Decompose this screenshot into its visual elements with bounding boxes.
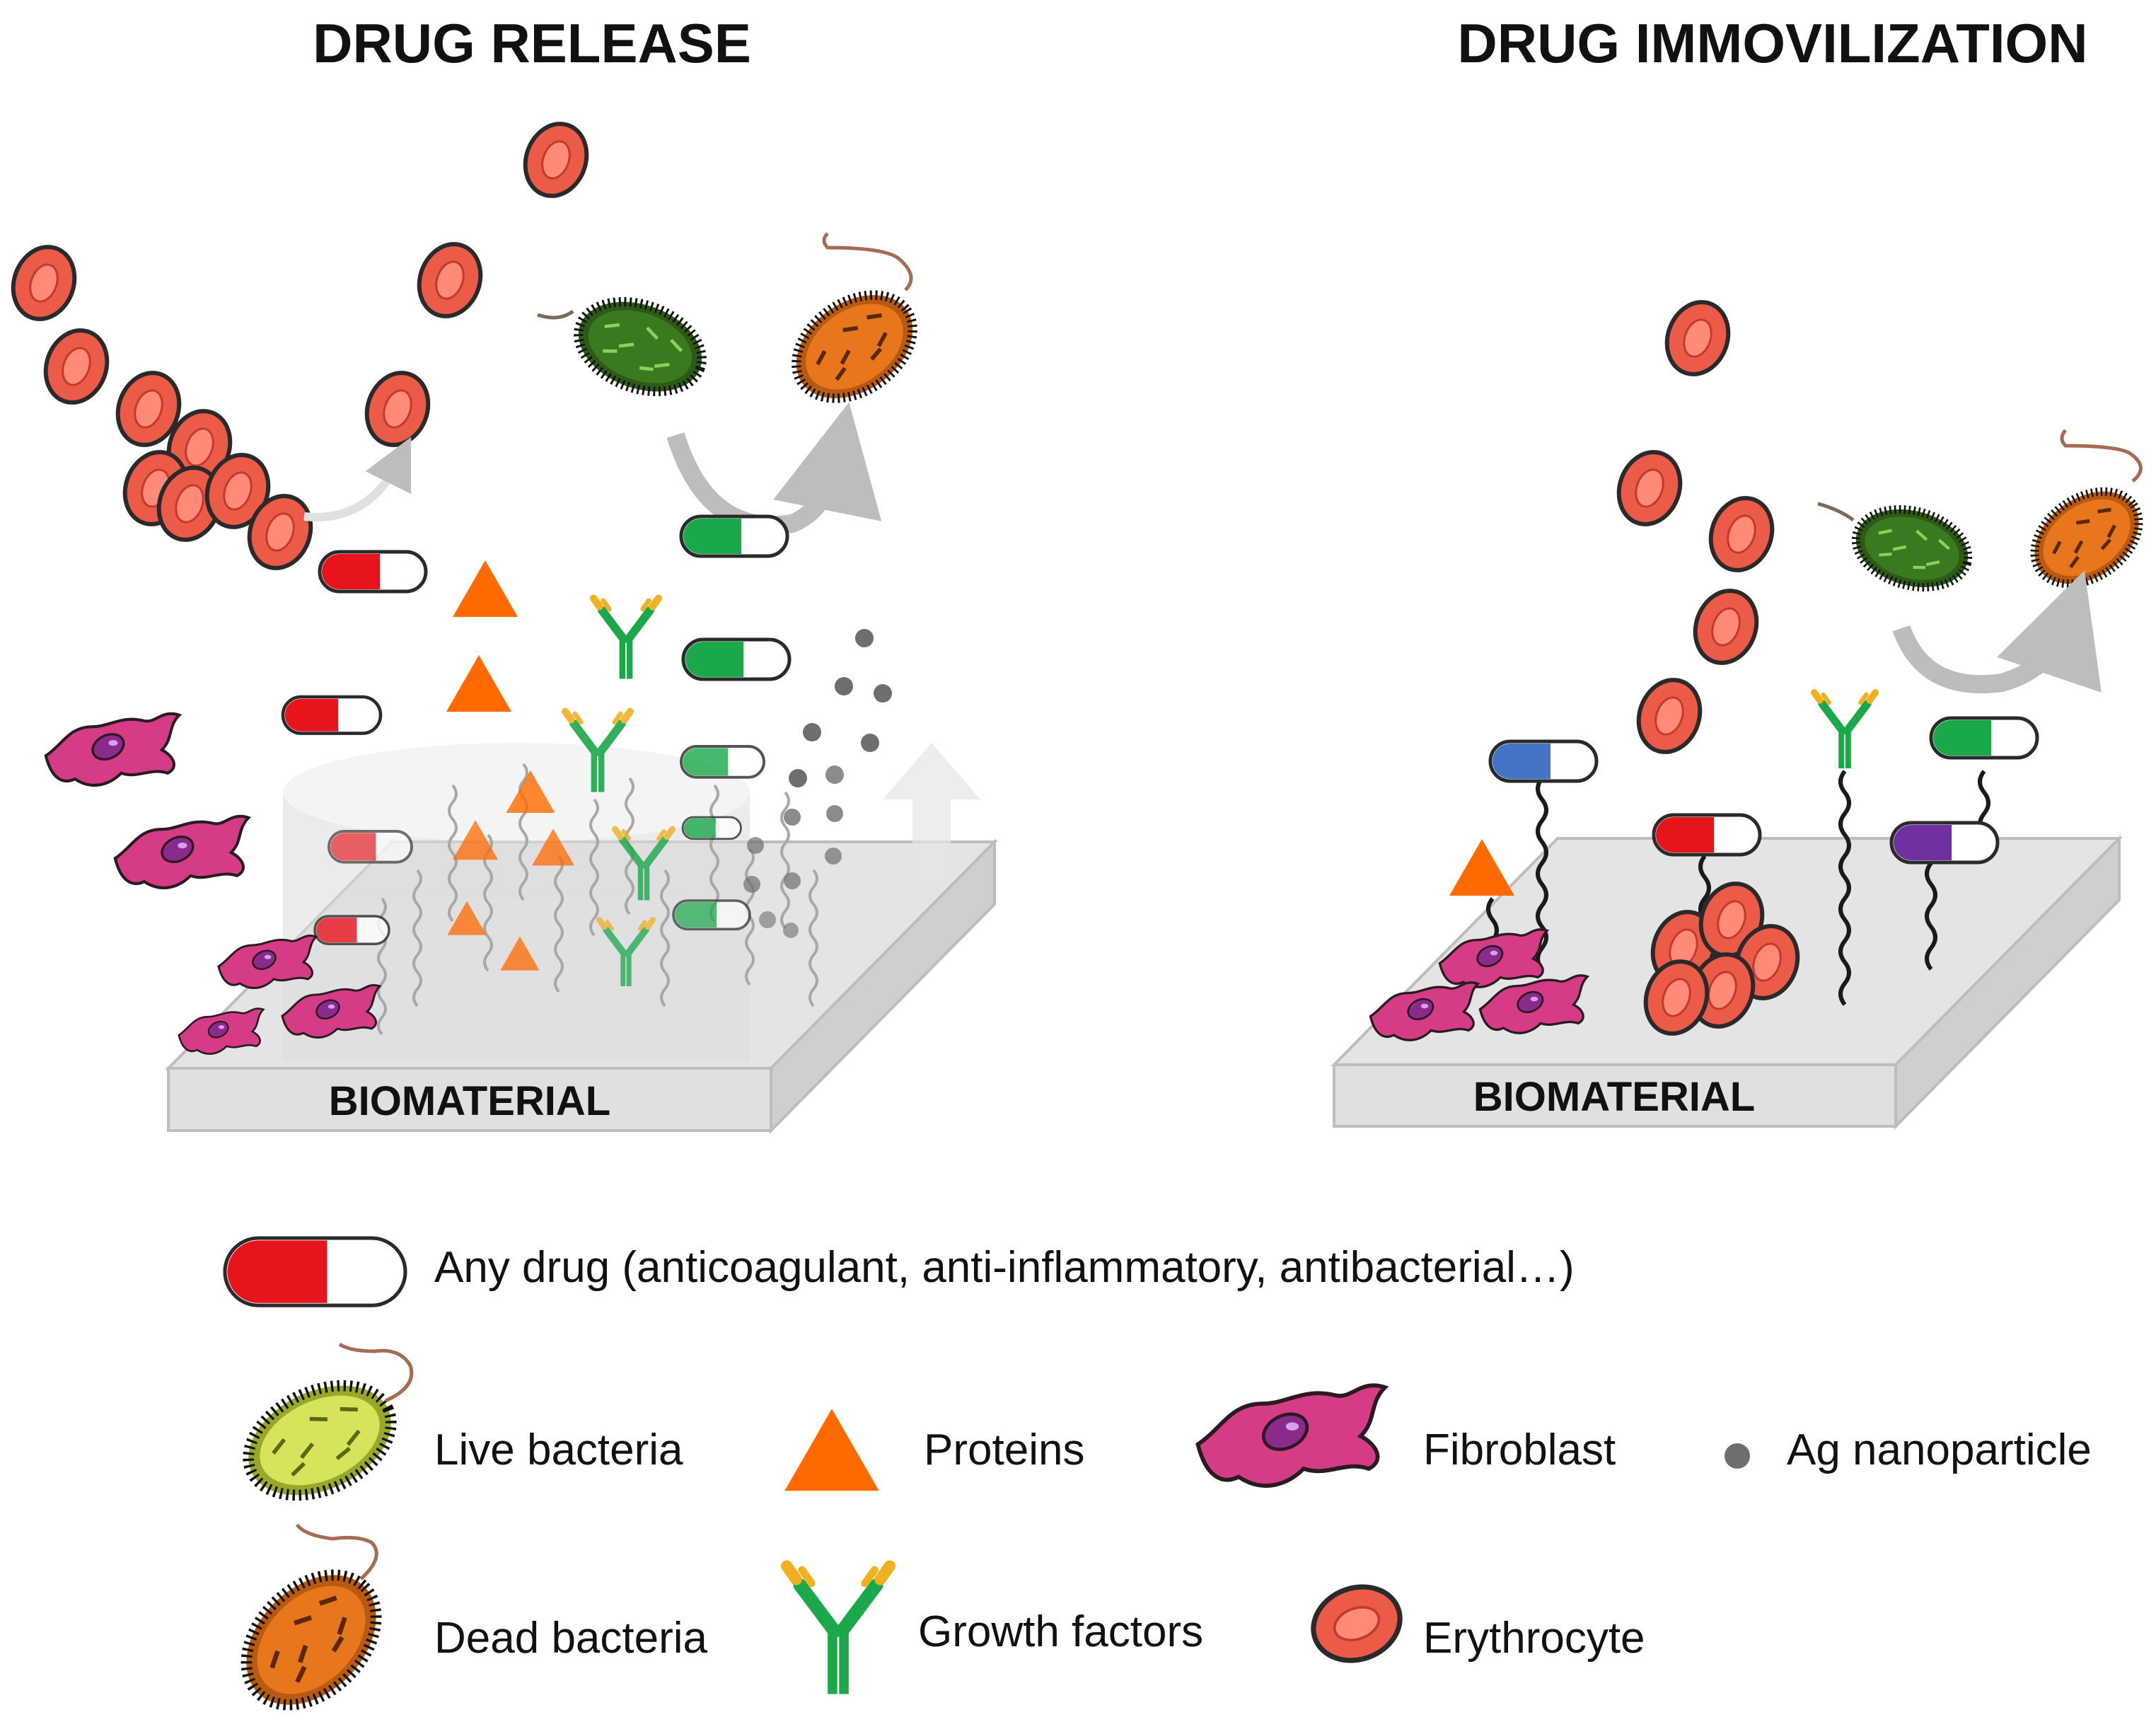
- right-plate-label: BIOMATERIAL: [1473, 1074, 1755, 1120]
- ag-nanoparticles-left: [743, 629, 892, 938]
- live-bacteria-flagellum: [537, 309, 574, 320]
- drug-capsule-icon: [680, 745, 765, 779]
- legend-growth-factors-label: Growth factors: [918, 1607, 1203, 1656]
- legend-ag-nanoparticle-label: Ag nanoparticle: [1787, 1426, 2092, 1474]
- dead-bacteria-icon: [2017, 473, 2156, 603]
- protein-triangle-icon: [1449, 839, 1514, 896]
- drug-capsule-icon: [283, 697, 381, 734]
- ag-nanoparticle-icon: [759, 911, 776, 928]
- drug-capsule-icon: [1654, 815, 1760, 855]
- legend-live-bacteria: Live bacteria: [231, 1342, 683, 1517]
- drug-capsule-icon: [1891, 823, 1998, 862]
- drug-capsule-icon: [1931, 718, 2037, 758]
- dead-bacteria-flagellum: [822, 232, 913, 291]
- legend-fibroblast: Fibroblast: [1198, 1385, 1616, 1486]
- drug-capsule-icon: [672, 899, 751, 931]
- live-bacteria-icon: [231, 1364, 409, 1517]
- protein-triangle-icon: [453, 560, 518, 617]
- erythrocyte-icon: [1303, 1575, 1410, 1672]
- erythrocyte-icon: [357, 364, 439, 453]
- erythrocyte-icon: [1686, 582, 1767, 671]
- ag-nanoparticle-icon: [747, 837, 764, 854]
- release-panel: BIOMATERIAL: [4, 115, 998, 1134]
- ag-nanoparticle-icon: [825, 848, 842, 865]
- drug-capsule-icon: [328, 830, 413, 864]
- legend-live-bacteria-label: Live bacteria: [434, 1426, 683, 1474]
- erythrocyte-icon: [1701, 490, 1783, 579]
- dead-bacteria-icon: [221, 1549, 401, 1722]
- title-drug-release: DRUG RELEASE: [313, 12, 751, 74]
- growth-factor-icon: [1814, 693, 1875, 768]
- legend-growth-factors: Growth factors: [787, 1566, 1203, 1694]
- dead-bacteria-icon: [777, 274, 932, 420]
- legend-erythrocyte: Erythrocyte: [1303, 1575, 1645, 1672]
- legend-dead-bacteria-label: Dead bacteria: [434, 1614, 708, 1663]
- ag-nanoparticle-icon: [835, 677, 853, 695]
- protein-triangle-icon: [446, 655, 511, 712]
- legend-drug: Any drug (anticoagulant, anti-inflammato…: [223, 1236, 1575, 1307]
- kill-arrow-right: [1892, 570, 2102, 694]
- ag-nanoparticle-icon: [743, 876, 760, 893]
- drug-capsule-icon: [223, 1236, 407, 1307]
- ag-nanoparticle-icon: [825, 765, 844, 784]
- legend-ag-nanoparticle: Ag nanoparticle: [1725, 1426, 2092, 1474]
- dead-bacteria-flagellum: [295, 1523, 378, 1581]
- ag-nanoparticle-icon: [861, 734, 879, 752]
- live-bacteria-flagellum: [1817, 502, 1855, 522]
- release-arrow: [883, 743, 980, 884]
- ag-nanoparticle-icon: [803, 723, 821, 741]
- live-bacteria-icon: [1847, 497, 1976, 599]
- legend-dead-bacteria: Dead bacteria: [221, 1523, 708, 1722]
- legend-fibroblast-label: Fibroblast: [1423, 1426, 1616, 1474]
- erythrocytes-left: [4, 115, 597, 577]
- ag-nanoparticle-icon: [783, 923, 799, 938]
- fibroblast-icon: [115, 816, 249, 888]
- legend: Any drug (anticoagulant, anti-inflammato…: [221, 1236, 2092, 1722]
- immobilization-panel: BIOMATERIAL: [1331, 294, 2156, 1130]
- growth-factor-icon: [593, 599, 659, 679]
- dead-bacteria-flagellum: [2060, 429, 2143, 482]
- erythrocyte-icon: [1657, 294, 1739, 383]
- erythrocyte-icon: [516, 115, 597, 204]
- erythrocyte-icon: [36, 322, 117, 411]
- erythrocyte-icon: [1629, 671, 1710, 761]
- erythrocyte-icon: [1609, 444, 1691, 533]
- drug-capsule-icon: [681, 516, 787, 556]
- ag-nanoparticle-icon: [789, 769, 807, 787]
- ag-nanoparticle-icon: [784, 809, 801, 826]
- live-bacteria-flagellum: [338, 1342, 414, 1403]
- drug-capsule-icon: [320, 552, 426, 591]
- legend-proteins: Proteins: [784, 1409, 1084, 1491]
- ag-nanoparticle-icon: [784, 872, 801, 889]
- ag-nanoparticle-icon: [1725, 1443, 1750, 1469]
- legend-drug-label: Any drug (anticoagulant, anti-inflammato…: [434, 1243, 1575, 1292]
- ag-nanoparticle-icon: [874, 684, 892, 703]
- legend-erythrocyte-label: Erythrocyte: [1423, 1614, 1645, 1663]
- kill-arrow-left: [666, 402, 882, 535]
- legend-proteins-label: Proteins: [924, 1426, 1084, 1474]
- erythrocyte-icon: [4, 238, 85, 328]
- fibroblast-icon: [46, 714, 180, 785]
- protein-triangle-icon: [784, 1409, 879, 1491]
- left-plate-label: BIOMATERIAL: [329, 1078, 610, 1124]
- title-drug-immobilization: DRUG IMMOVILIZATION: [1457, 12, 2087, 74]
- ag-nanoparticle-icon: [826, 805, 843, 822]
- erythrocyte-escape-arrow: [303, 437, 412, 521]
- live-bacteria-icon: [566, 286, 714, 408]
- drug-capsule-icon: [1490, 741, 1596, 781]
- ag-nanoparticle-icon: [855, 629, 874, 647]
- erythrocyte-icon: [410, 236, 491, 325]
- drug-capsule-icon: [683, 640, 789, 679]
- fibroblast-icon: [1198, 1385, 1386, 1486]
- drug-capsule-icon: [681, 816, 742, 840]
- drug-capsule-icon: [313, 915, 390, 945]
- growth-factor-icon: [787, 1566, 890, 1694]
